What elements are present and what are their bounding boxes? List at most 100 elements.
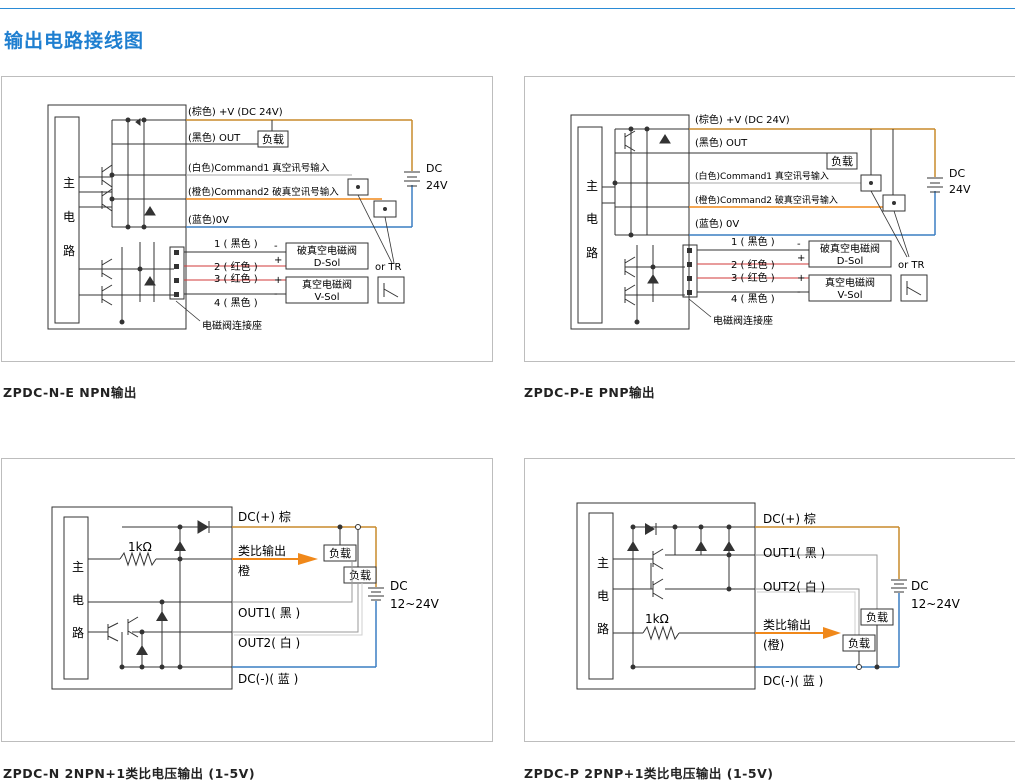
analog-color: 橙	[238, 563, 250, 578]
main-char-2: 电	[597, 589, 609, 603]
main-char-2: 电	[586, 212, 598, 226]
valve-v-name: 真空电磁阀	[302, 278, 352, 291]
connector-label: 电磁阀连接座	[713, 314, 773, 327]
analog-label: 类比输出	[763, 617, 811, 632]
valve-d-box	[808, 240, 892, 268]
load-label-1: 负载	[866, 610, 888, 624]
valve-wire-4: 4 ( 黑色 )	[214, 296, 258, 309]
out1-label: OUT1( 黑 )	[238, 606, 300, 620]
pnp-2-diagram: 主 电 路 负载 负载	[576, 502, 961, 690]
dc-plus-label: DC(+) 棕	[238, 509, 291, 524]
page-title: 输出电路接线图	[4, 30, 145, 52]
valve-wire-2: 2 ( 红色 )	[731, 258, 775, 271]
valve-v-box	[808, 274, 892, 302]
dc-voltage: 24V	[949, 183, 971, 196]
load-label-1: 负载	[329, 546, 351, 560]
dc-minus-label: DC(-)( 蓝 )	[238, 672, 298, 686]
svg-text:+: +	[797, 253, 805, 264]
out1-label: OUT1( 黑 )	[763, 546, 825, 560]
diagram-panel-npn-e: 主 电 路	[1, 76, 493, 362]
main-char-1: 主	[586, 179, 598, 193]
valve-wire-3: 3 ( 红色 )	[214, 272, 258, 285]
wire-label-brown: (棕色) +V (DC 24V)	[188, 105, 283, 118]
npn-2-diagram: 主 电 路 负载 负载 DC	[51, 506, 440, 690]
analog-label: 类比输出	[238, 543, 286, 558]
svg-text:-: -	[274, 241, 278, 252]
main-char-3: 路	[63, 243, 75, 258]
connector-label: 电磁阀连接座	[202, 319, 262, 332]
load-box	[257, 130, 289, 148]
or-tr-label: or TR	[375, 262, 402, 273]
circuit-frame	[570, 114, 690, 330]
main-circuit-box	[577, 126, 603, 324]
valve-v-name: 真空电磁阀	[825, 276, 875, 289]
diagram-panel-pnp-e: 主 电 路 负载	[524, 76, 1015, 362]
dc-voltage: 12~24V	[390, 597, 440, 611]
valve-v-code: V-Sol	[837, 290, 862, 301]
or-tr-label: or TR	[898, 260, 925, 271]
valve-wire-3: 3 ( 红色 )	[731, 271, 775, 284]
pnp-e-diagram: 主 电 路 负载	[570, 113, 971, 330]
valve-d-name: 破真空电磁阀	[820, 242, 880, 255]
circuit-frame	[47, 104, 187, 330]
svg-text:+: +	[274, 255, 282, 266]
resistor-label: 1kΩ	[128, 540, 152, 554]
wire-label-brown: (棕色) +V (DC 24V)	[695, 113, 790, 126]
top-divider	[0, 8, 1015, 9]
dc-plus-label: DC(+) 棕	[763, 511, 816, 526]
resistor-label: 1kΩ	[645, 612, 669, 626]
svg-text:+: +	[797, 273, 805, 284]
valve-d-code: D-Sol	[837, 256, 864, 267]
main-char-1: 主	[597, 556, 609, 570]
dc-label: DC	[426, 162, 442, 175]
load-label: 负载	[831, 154, 853, 168]
diagram-panel-npn-2: 主 电 路 负载 负载 DC	[1, 458, 493, 742]
valve-wire-1: 1 ( 黑色 )	[214, 237, 258, 250]
circuit-frame	[51, 506, 233, 690]
dc-minus-label: DC(-)( 蓝 )	[763, 674, 823, 688]
load-box-1	[323, 544, 357, 562]
tr-symbol	[900, 274, 928, 302]
caption-pnp-2: ZPDC-P 2PNP+1类比电压输出 (1-5V)	[524, 766, 774, 781]
dc-voltage: 24V	[426, 179, 448, 192]
main-char-2: 电	[72, 593, 84, 607]
wire-label-orange: (橙色)Command2 破真空讯号输入	[695, 194, 838, 206]
main-circuit-box	[54, 116, 80, 324]
wire-label-white: (白色)Command1 真空讯号输入	[695, 170, 829, 182]
out2-label: OUT2( 白 )	[238, 635, 300, 650]
dc-label: DC	[949, 167, 965, 180]
load-label-2: 负载	[349, 568, 371, 582]
valve-wire-1: 1 ( 黑色 )	[731, 235, 775, 248]
caption-pnp-e: ZPDC-P-E PNP输出	[524, 385, 656, 400]
valve-v-box	[285, 276, 369, 304]
main-char-1: 主	[63, 176, 75, 190]
valve-wire-2: 2 ( 红色 )	[214, 260, 258, 273]
wire-label-orange: (橙色)Command2 破真空讯号输入	[188, 186, 339, 198]
analog-color: (橙)	[763, 637, 784, 652]
main-circuit-box	[63, 516, 89, 680]
wire-label-blue: (蓝色)0V	[188, 213, 229, 226]
load-label-2: 负载	[848, 636, 870, 650]
load-box	[826, 152, 858, 170]
main-circuit-box	[588, 512, 614, 680]
diagram-panel-pnp-2: 主 电 路 负载 负载	[524, 458, 1015, 742]
svg-text:-: -	[797, 239, 801, 250]
valve-d-code: D-Sol	[314, 258, 341, 269]
wire-label-white: (白色)Command1 真空讯号输入	[188, 162, 330, 174]
load-label: 负载	[262, 132, 284, 146]
caption-npn-e: ZPDC-N-E NPN输出	[3, 385, 137, 400]
dc-voltage: 12~24V	[911, 597, 961, 611]
main-char-1: 主	[72, 560, 84, 574]
tr-symbol	[377, 276, 405, 304]
valve-d-box	[285, 242, 369, 270]
svg-text:+: +	[274, 275, 282, 286]
circuit-frame	[576, 502, 756, 690]
valve-wire-4: 4 ( 黑色 )	[731, 292, 775, 305]
main-char-3: 路	[72, 625, 84, 640]
dc-label: DC	[911, 579, 929, 593]
npn-e-diagram: 主 电 路	[47, 104, 448, 332]
dc-label: DC	[390, 579, 408, 593]
wire-label-black: (黑色) OUT	[188, 131, 241, 144]
wire-label-blue: (蓝色) 0V	[695, 217, 739, 230]
svg-text:-: -	[274, 289, 278, 300]
